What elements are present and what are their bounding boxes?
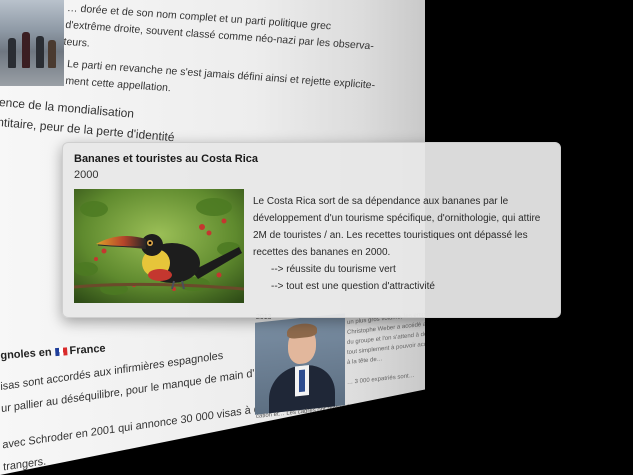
card-bullet: --> réussite du tourisme vert [271, 264, 396, 275]
toucan-photo [74, 189, 244, 303]
timeline-tick: 2015 [268, 447, 285, 457]
portrait-side-text: un plus gros volume, les employés Christ… [347, 310, 453, 386]
portrait-photo[interactable] [255, 313, 345, 415]
timeline-tick: 2020 [314, 429, 331, 439]
card-body: Le Costa Rica sort de sa dépendance aux … [253, 193, 553, 295]
france-flag-icon [55, 347, 68, 357]
event-detail-card[interactable]: Bananes et touristes au Costa Rica 2000 [62, 142, 561, 318]
card-body-text: Le Costa Rica sort de sa dépendance aux … [253, 196, 541, 258]
card-year: 2000 [74, 169, 99, 181]
card-bullet: --> tout est une question d'attractivité [271, 281, 435, 292]
timeline-tick: 2030 [392, 399, 409, 409]
protest-photo [0, 0, 64, 86]
background-list: ence de la mondialisation ntitaire, peur… [0, 94, 176, 145]
card-title: Bananes et touristes au Costa Rica [74, 153, 259, 165]
timeline-tick: 2025 [356, 413, 373, 423]
timeline-tick: 2010 [212, 459, 229, 469]
